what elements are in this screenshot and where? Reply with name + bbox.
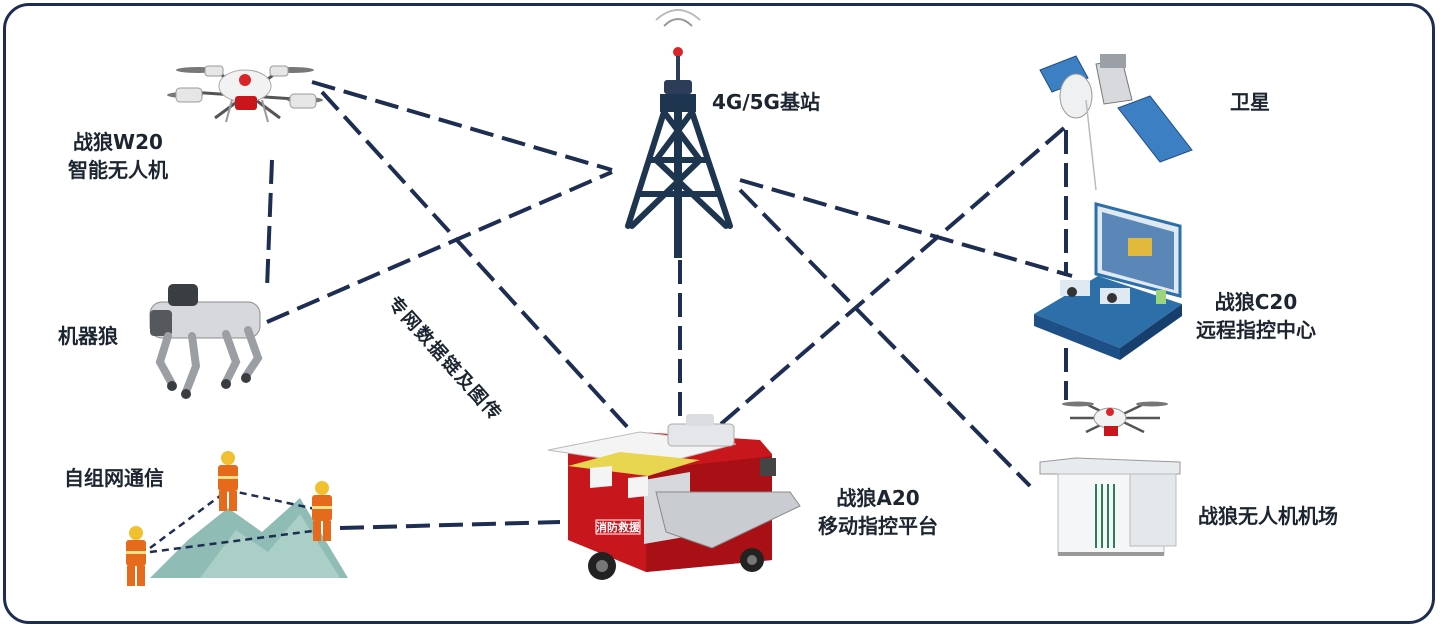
drone-label-line2: 智能无人机 <box>68 158 168 182</box>
link-drone-dog <box>265 159 274 289</box>
link-tower-droneport <box>738 188 1032 488</box>
mesh-network-icon <box>126 451 348 586</box>
command-center-label-line2: 远程指控中心 <box>1196 318 1316 342</box>
link-tower-center <box>739 178 1073 278</box>
link-satellite-vehicle <box>712 126 1066 432</box>
satellite-icon <box>1039 54 1193 191</box>
robot-dog-icon <box>149 284 263 399</box>
drone-label: 战狼W20 智能无人机 <box>68 128 168 184</box>
vehicle-label-line2: 移动指控平台 <box>818 514 938 538</box>
firefighter-1-icon <box>218 451 238 511</box>
firefighter-2-icon <box>312 481 332 541</box>
command-vehicle-icon: 消防救援 <box>547 414 801 580</box>
robot-dog-label: 机器狼 <box>58 324 118 348</box>
tower-label: 4G/5G基站 <box>712 90 820 114</box>
drone-icon <box>167 65 323 123</box>
link-dog-tower <box>266 170 613 324</box>
satellite-label: 卫星 <box>1230 90 1270 114</box>
mesh-label: 自组网通信 <box>64 466 164 490</box>
cell-tower-icon <box>625 9 733 258</box>
link-mesh-vehicle <box>339 520 561 530</box>
command-center-icon <box>1034 202 1182 360</box>
link-drone-tower <box>311 80 613 172</box>
vehicle-label: 战狼A20 移动指控平台 <box>818 484 938 540</box>
command-center-label: 战狼C20 远程指控中心 <box>1196 288 1316 344</box>
vehicle-door-text: 消防救援 <box>596 520 641 534</box>
command-center-label-line1: 战狼C20 <box>1214 290 1298 314</box>
vehicle-label-line1: 战狼A20 <box>836 486 920 510</box>
firefighter-3-icon <box>126 526 146 586</box>
drone-label-line1: 战狼W20 <box>73 130 163 154</box>
connection-lines <box>265 80 1073 530</box>
link-drone-vehicle <box>320 90 632 432</box>
drone-port-icon <box>1039 401 1181 556</box>
drone-port-label: 战狼无人机机场 <box>1198 504 1338 528</box>
